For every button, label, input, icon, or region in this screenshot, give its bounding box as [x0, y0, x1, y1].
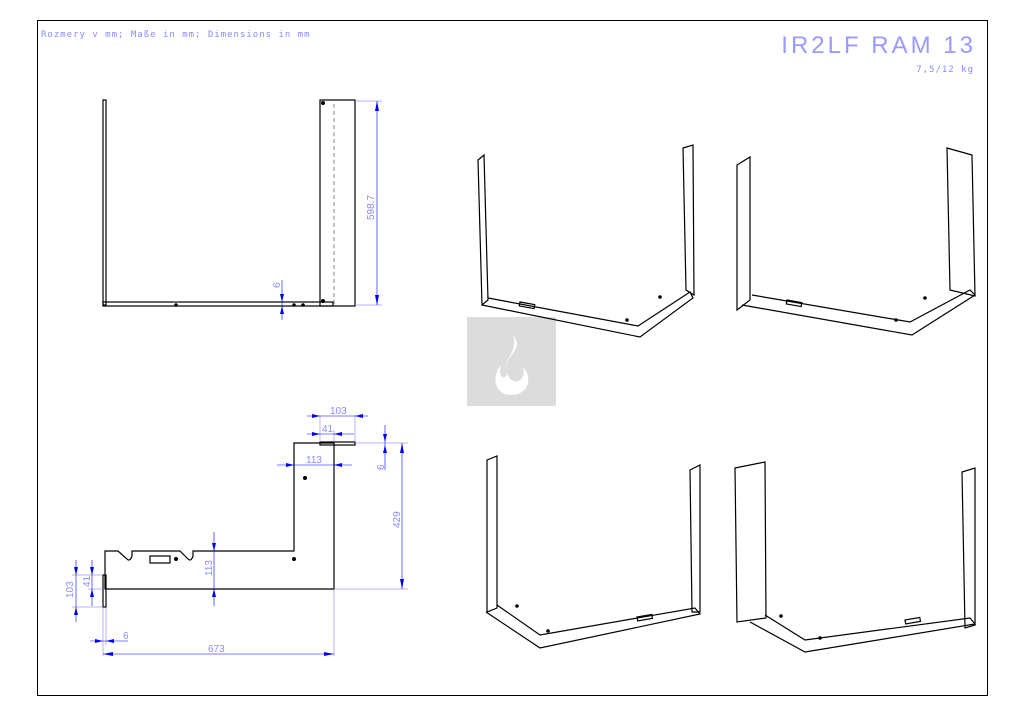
iso-view-1 — [477, 144, 695, 338]
height-dimension: 598.7 — [366, 195, 377, 220]
weight-label: 7,5/12 kg — [916, 65, 974, 75]
iso-view-4 — [734, 461, 977, 653]
iso-view-3 — [485, 455, 702, 649]
left-post — [102, 99, 107, 306]
dim-top-thickness: 6 — [376, 464, 387, 470]
drawing-frame — [37, 20, 988, 696]
dim-base-depth: 113 — [204, 560, 215, 576]
iso-view-2 — [736, 147, 976, 336]
dim-total-width: 673 — [208, 644, 225, 655]
right-post — [319, 99, 356, 307]
flame-icon — [495, 335, 529, 395]
dim-left-inner: 41 — [82, 575, 93, 587]
flame-logo — [467, 317, 556, 406]
model-title: IR2LF RAM 13 — [781, 32, 976, 59]
dim-left-thickness: 6 — [123, 631, 129, 642]
dim-left-width: 103 — [65, 581, 76, 598]
thickness-dimension: 6 — [272, 282, 283, 288]
top-view: 103 41 113 6 429 113 103 41 6 673 — [65, 406, 408, 656]
dim-depth: 429 — [392, 511, 403, 528]
units-note: Rozmery v mm; Maße in mm; Dimensions in … — [41, 30, 311, 40]
front-view: 598.7 6 — [102, 99, 382, 320]
dim-top-width: 103 — [330, 406, 347, 417]
base-plate — [102, 301, 334, 307]
dim-arm-width: 113 — [306, 455, 322, 466]
dim-top-inner: 41 — [322, 424, 334, 435]
